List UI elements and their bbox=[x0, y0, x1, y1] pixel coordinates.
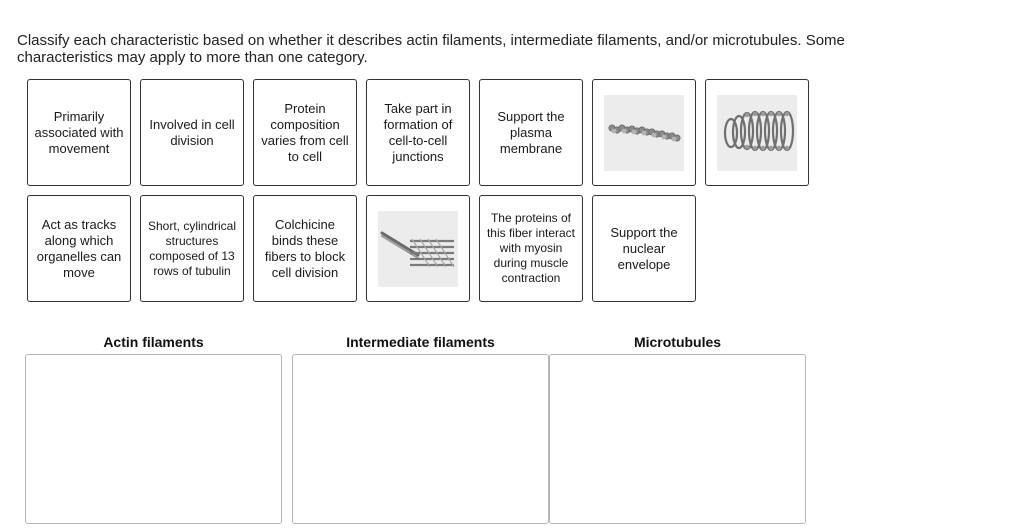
tile-proteins-interact-with-myosin[interactable]: The proteins of this fiber interact with… bbox=[479, 195, 583, 302]
tile-support-plasma-membrane[interactable]: Support the plasma membrane bbox=[479, 79, 583, 186]
tile-label: Colchicine binds these fibers to block c… bbox=[264, 216, 346, 280]
actin-filament-bead-chain-icon bbox=[604, 94, 684, 171]
intermediate-filament-rope-icon bbox=[378, 210, 458, 287]
bin-label-actin-filaments: Actin filaments bbox=[103, 334, 204, 350]
bin-actin-filaments[interactable] bbox=[25, 354, 282, 524]
tile-primarily-associated-with-movement[interactable]: Primarily associated with movement bbox=[27, 79, 131, 186]
tile-image-intermediate-filament[interactable] bbox=[366, 195, 470, 302]
tile-cell-to-cell-junctions[interactable]: Take part in formation of cell-to-cell j… bbox=[366, 79, 470, 186]
tile-short-cylindrical-structures[interactable]: Short, cylindrical structures composed o… bbox=[140, 195, 244, 302]
bin-label-intermediate-filaments: Intermediate filaments bbox=[346, 334, 495, 350]
tile-tracks-for-organelles[interactable]: Act as tracks along which organelles can… bbox=[27, 195, 131, 302]
tile-label: Support the nuclear envelope bbox=[610, 224, 678, 272]
tile-label: Protein composition varies from cell to … bbox=[261, 100, 349, 164]
bin-label-microtubules: Microtubules bbox=[633, 334, 722, 350]
bin-intermediate-filaments[interactable] bbox=[292, 354, 549, 524]
tile-image-microtubule[interactable] bbox=[705, 79, 809, 186]
tile-label: Take part in formation of cell-to-cell j… bbox=[383, 100, 453, 164]
tile-label: The proteins of this fiber interact with… bbox=[486, 211, 576, 285]
tile-involved-in-cell-division[interactable]: Involved in cell division bbox=[140, 79, 244, 186]
tile-label: Support the plasma membrane bbox=[497, 108, 565, 156]
bin-microtubules[interactable] bbox=[549, 354, 806, 524]
microtubule-hollow-tube-icon bbox=[717, 94, 797, 171]
tile-label: Primarily associated with movement bbox=[34, 108, 124, 156]
tile-colchicine-binds[interactable]: Colchicine binds these fibers to block c… bbox=[253, 195, 357, 302]
tile-label: Involved in cell division bbox=[149, 116, 235, 148]
tile-label: Act as tracks along which organelles can… bbox=[36, 216, 122, 280]
instructions-text: Classify each characteristic based on wh… bbox=[17, 32, 845, 66]
tiles-row-1: Primarily associated with movement Invol… bbox=[27, 79, 809, 186]
tile-support-nuclear-envelope[interactable]: Support the nuclear envelope bbox=[592, 195, 696, 302]
tile-image-actin-filament[interactable] bbox=[592, 79, 696, 186]
tile-label: Short, cylindrical structures composed o… bbox=[147, 218, 237, 278]
tiles-row-2: Act as tracks along which organelles can… bbox=[27, 195, 696, 302]
tile-protein-composition-varies[interactable]: Protein composition varies from cell to … bbox=[253, 79, 357, 186]
